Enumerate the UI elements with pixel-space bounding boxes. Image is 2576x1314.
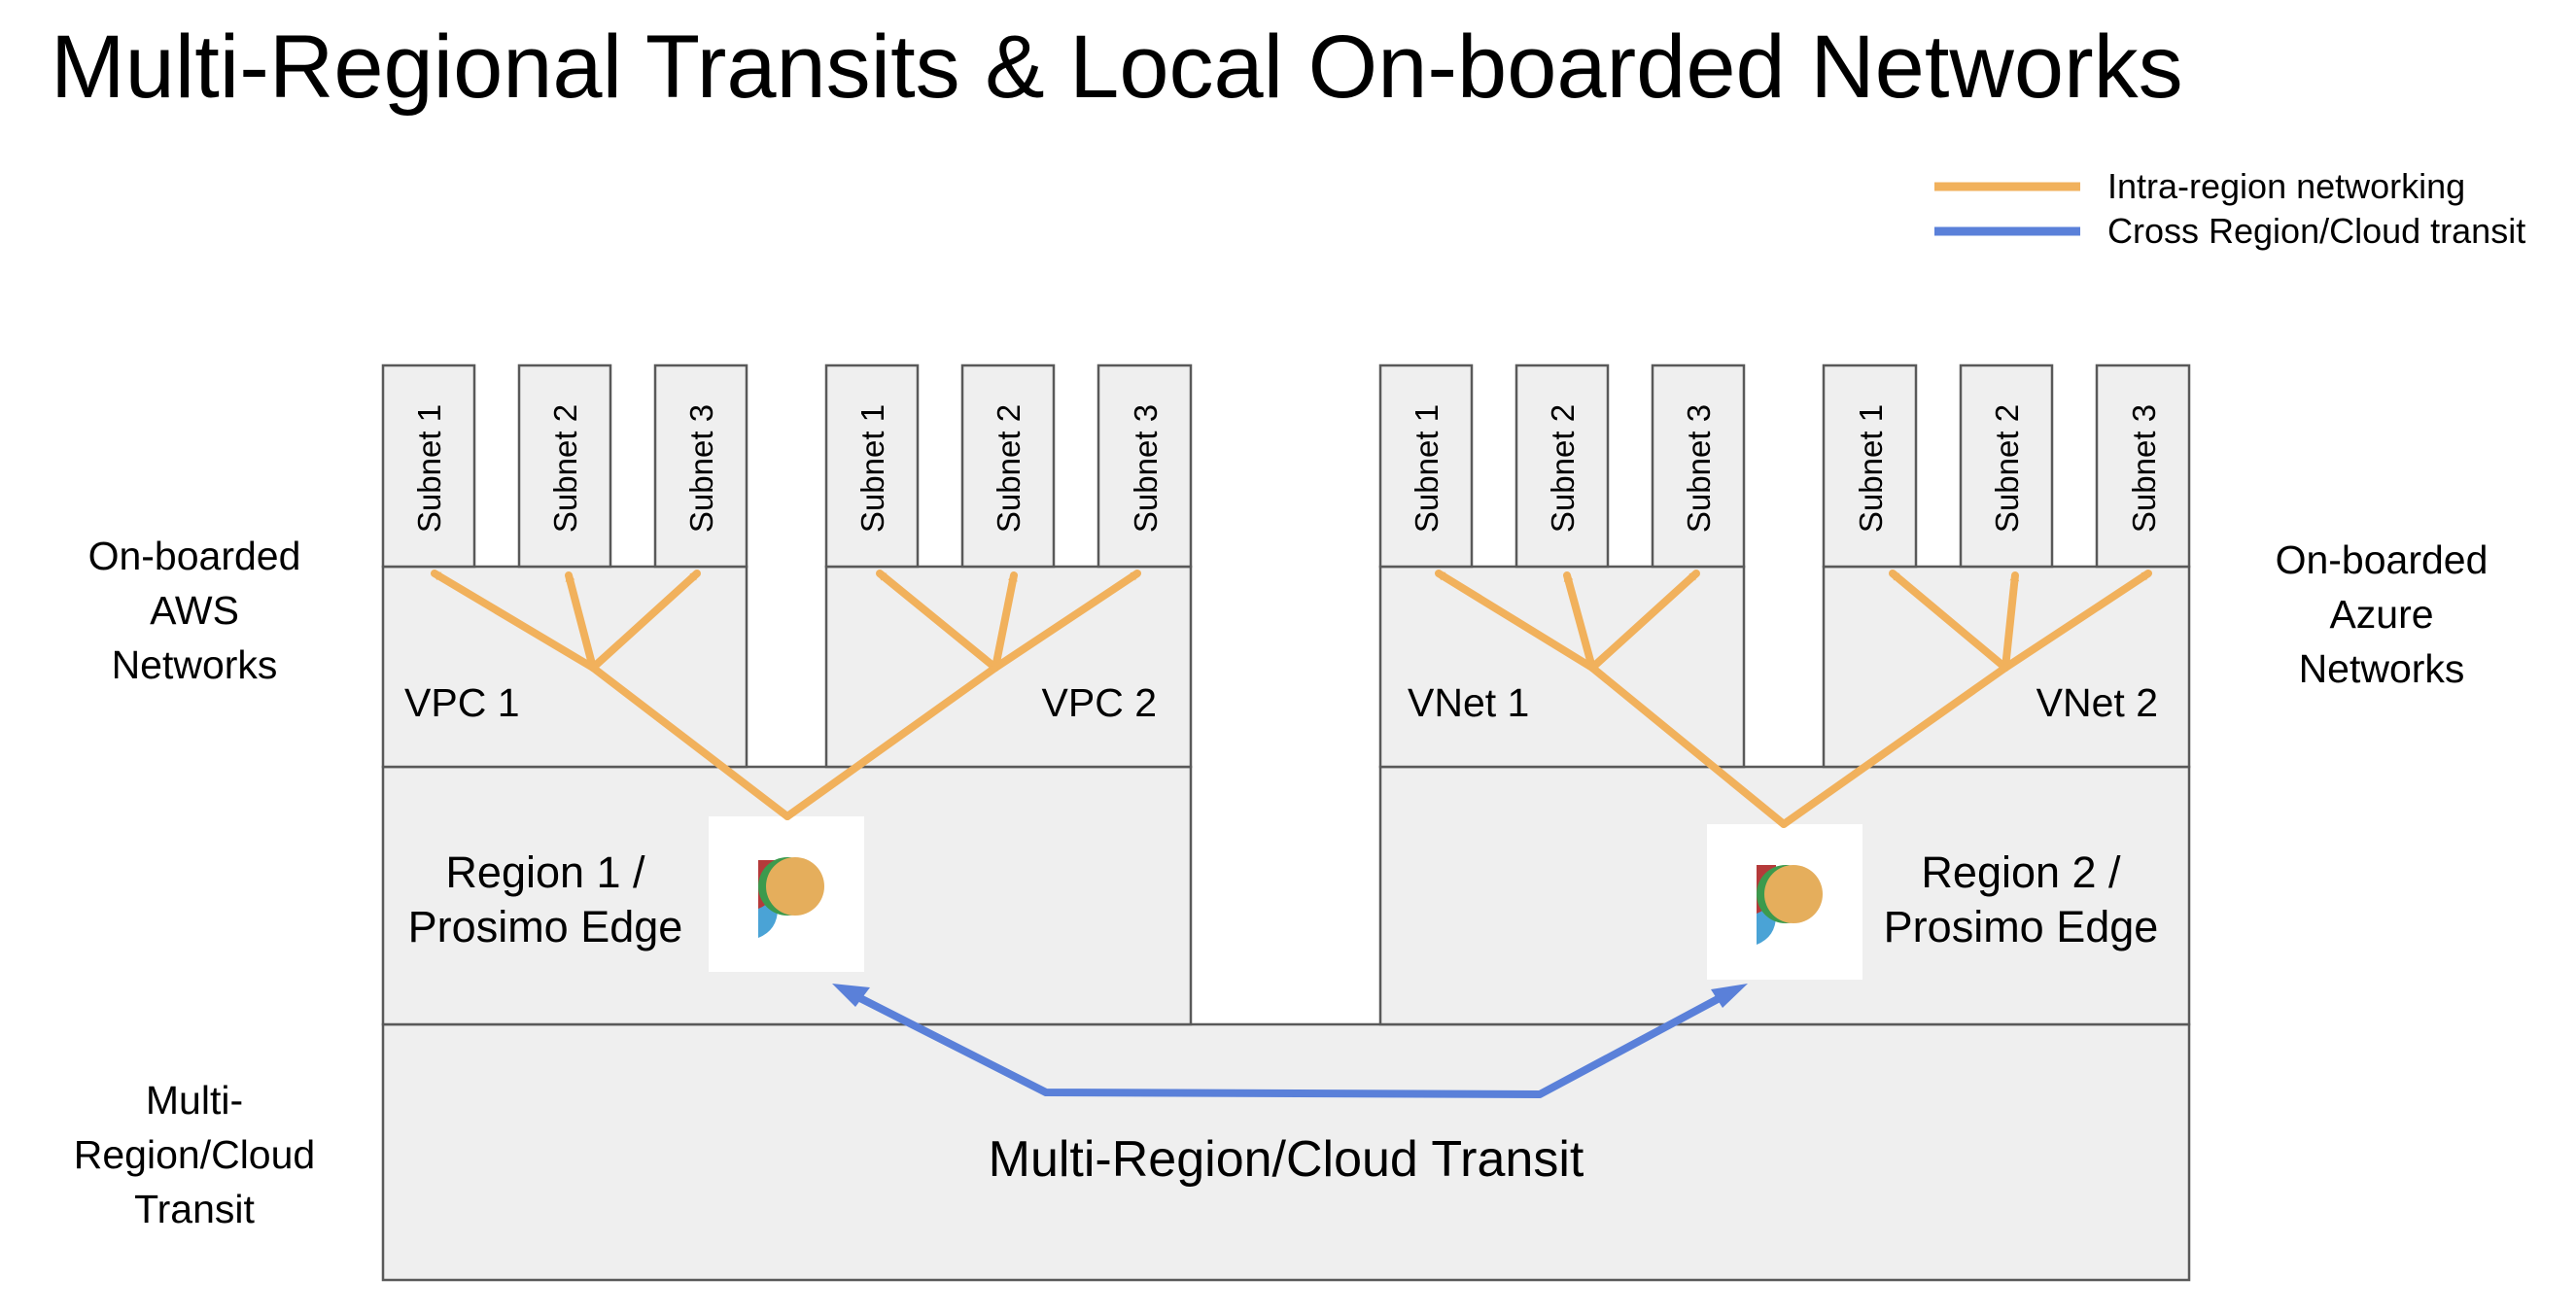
side-label-aws-line2: AWS [150,588,239,633]
side-label-aws-line3: Networks [112,642,278,687]
vnet-2-subnet-3-label: Subnet 3 [2126,404,2162,533]
legend: Intra-region networking Cross Region/Clo… [1934,166,2525,251]
vnet-2-subnet-2-box [1959,363,2054,569]
region-1-label-line1: Region 1 / [445,847,645,897]
vnet-2-subnet-1-label: Subnet 1 [1853,404,1889,533]
side-label-azure-line2: Azure [2329,592,2433,637]
vpc-1-subnet-2-box [517,363,612,569]
legend-label-intra-region: Intra-region networking [2107,166,2465,206]
cross-region-transit-link [832,984,1748,1098]
vnet-2-label: VNet 2 [2036,680,2158,725]
vnet-1-subnet-2-label: Subnet 2 [1545,404,1581,533]
prosimo-logo-icon-region-2 [1707,824,1862,980]
region-1-label-line2: Prosimo Edge [408,902,683,951]
intra-region-links-region-1 [431,570,1141,820]
intra-region-links-region-2 [1435,570,2152,828]
legend-label-cross-region: Cross Region/Cloud transit [2107,211,2525,251]
vnet-2-subnet-3-box [2095,363,2191,569]
vpc-2-subnet-3-box [1097,363,1193,569]
vnet-1-subnet-2-box [1514,363,1610,569]
vpc-1-subnet-3-box [653,363,748,569]
side-label-azure-line1: On-boarded [2276,537,2489,582]
vpc-2-subnet-2-label: Subnet 2 [991,404,1027,533]
vnet-1-subnet-1-box [1378,363,1474,569]
region-2-label-line1: Region 2 / [1921,847,2121,897]
vnet-2-subnet-1-box [1822,363,1918,569]
diagram-title: Multi-Regional Transits & Local On-board… [51,17,2183,117]
vnet-1-label: VNet 1 [1408,680,1529,725]
side-label-transit-line1: Multi- [146,1078,243,1123]
vpc-1-subnet-3-label: Subnet 3 [683,404,719,533]
vpc-2-subnet-2-box [960,363,1056,569]
vpc-1-subnet-1-label: Subnet 1 [411,404,447,533]
vpc-2-subnet-3-label: Subnet 3 [1128,404,1164,533]
side-label-azure: On-boarded Azure Networks [2276,537,2489,691]
side-label-aws-line1: On-boarded [88,534,301,578]
vpc-1-label: VPC 1 [404,680,520,725]
side-label-transit-line3: Transit [134,1187,255,1231]
prosimo-logo-icon-region-1 [709,816,864,972]
side-label-azure-line3: Networks [2299,646,2465,691]
side-label-transit: Multi- Region/Cloud Transit [74,1078,315,1231]
side-label-transit-line2: Region/Cloud [74,1132,315,1177]
vpc-1-subnet-1-box [381,363,476,569]
vpc-2-subnet-1-box [824,363,920,569]
vnet-1-box [1378,565,1746,769]
region-2-label-line2: Prosimo Edge [1884,902,2159,951]
transit-label: Multi-Region/Cloud Transit [989,1131,1584,1188]
vpc-1-subnet-2-label: Subnet 2 [547,404,583,533]
vpc-1-box [381,565,748,769]
vnet-2-subnet-2-label: Subnet 2 [1989,404,2025,533]
vnet-1-subnet-3-label: Subnet 3 [1681,404,1717,533]
vpc-2-subnet-1-label: Subnet 1 [854,404,890,533]
side-label-aws: On-boarded AWS Networks [88,534,301,687]
vnet-1-subnet-1-label: Subnet 1 [1409,404,1445,533]
vpc-2-label: VPC 2 [1042,680,1158,725]
transit-box [381,1022,2191,1282]
vnet-1-subnet-3-box [1651,363,1746,569]
